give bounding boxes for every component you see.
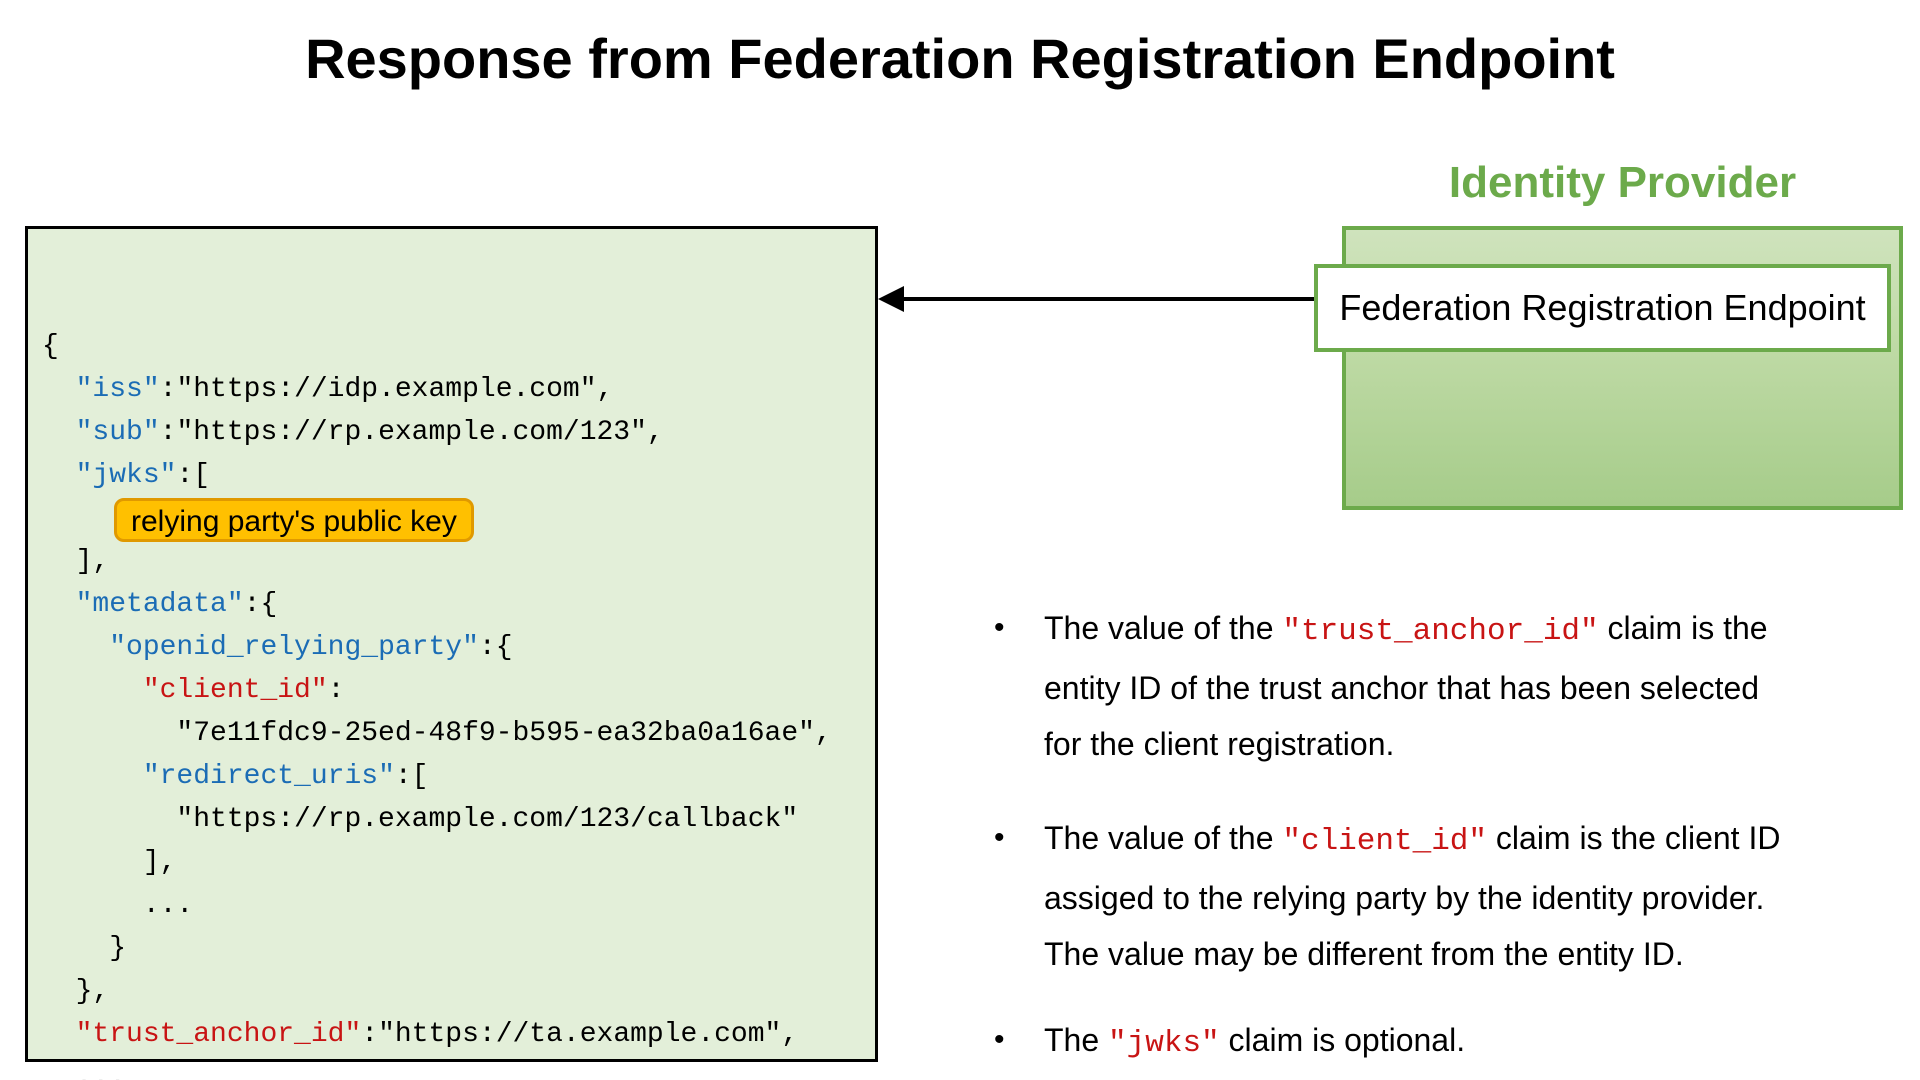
json-code-lines: { "iss":"https://idp.example.com", "sub"… (42, 325, 875, 1080)
note-plain-text: The value of the (1044, 610, 1283, 646)
json-text (42, 417, 76, 448)
json-text: } (42, 933, 127, 964)
json-text: : (361, 1019, 379, 1050)
json-text (42, 589, 76, 620)
code-line: "jwks":[ (42, 454, 875, 497)
code-line: { (42, 325, 875, 368)
code-line: } (42, 927, 875, 970)
note-line: The value of the "trust_anchor_id" claim… (1044, 600, 1909, 660)
note-line: The value of the "client_id" claim is th… (1044, 810, 1909, 870)
json-text: ... (42, 1062, 127, 1080)
json-text: :[ (394, 761, 429, 792)
inline-code-claim: "jwks" (1108, 1026, 1220, 1061)
json-key-blue: "sub" (75, 417, 160, 448)
code-line: ... (42, 884, 875, 927)
json-key-blue: "jwks" (75, 460, 177, 491)
json-response-panel: { "iss":"https://idp.example.com", "sub"… (25, 226, 878, 1080)
code-line: relying party's public key (42, 497, 875, 542)
json-text: :{ (243, 589, 278, 620)
json-text (42, 374, 76, 405)
note-plain-text: for the client registration. (1044, 726, 1395, 762)
federation-registration-endpoint-box: Federation Registration Endpoint (1314, 264, 1891, 352)
json-text: : (159, 417, 177, 448)
json-key-red: "client_id" (142, 675, 328, 706)
code-line: ], (42, 540, 875, 583)
note-text: The "jwks" claim is optional. (1044, 1012, 1909, 1072)
bullet-icon: • (994, 611, 1005, 644)
json-text (42, 1019, 76, 1050)
code-line: }, (42, 970, 875, 1013)
note-text: The value of the "trust_anchor_id" claim… (1044, 600, 1909, 772)
json-text: "https://ta.example.com", (378, 1019, 799, 1050)
code-line: "iss":"https://idp.example.com", (42, 368, 875, 411)
json-text: ... (42, 890, 194, 921)
code-line: "trust_anchor_id":"https://ta.example.co… (42, 1013, 875, 1056)
note-line: entity ID of the trust anchor that has b… (1044, 660, 1909, 716)
json-text (42, 761, 143, 792)
note-line: assiged to the relying party by the iden… (1044, 870, 1909, 926)
json-text (42, 675, 143, 706)
json-key-blue: "metadata" (75, 589, 244, 620)
json-text: "7e11fdc9-25ed-48f9-b595-ea32ba0a16ae", (42, 718, 832, 749)
code-line: "https://rp.example.com/123/callback" (42, 798, 875, 841)
json-text: "https://rp.example.com/123/callback" (42, 804, 799, 835)
json-text: { (42, 331, 59, 362)
note-plain-text: The value of the (1044, 820, 1283, 856)
bullet-icon: • (994, 821, 1005, 854)
json-text (42, 632, 109, 663)
endpoint-label: Federation Registration Endpoint (1339, 287, 1866, 328)
json-text: "https://idp.example.com", (176, 374, 614, 405)
json-text: }, (42, 976, 110, 1007)
inline-code-claim: "client_id" (1282, 824, 1488, 859)
code-line: "openid_relying_party":{ (42, 626, 875, 669)
note-text: The value of the "client_id" claim is th… (1044, 810, 1909, 982)
json-key-blue: "iss" (75, 374, 160, 405)
code-line: "7e11fdc9-25ed-48f9-b595-ea32ba0a16ae", (42, 712, 875, 755)
json-key-blue: "redirect_uris" (142, 761, 395, 792)
note-plain-text: entity ID of the trust anchor that has b… (1044, 670, 1760, 706)
code-line: "client_id": (42, 669, 875, 712)
inline-code-claim: "trust_anchor_id" (1282, 614, 1599, 649)
note-item: • The "jwks" claim is optional. (984, 1012, 1909, 1072)
code-line: "sub":"https://rp.example.com/123", (42, 411, 875, 454)
note-item: • The value of the "trust_anchor_id" clai… (984, 600, 1909, 772)
code-line: ... (42, 1056, 875, 1080)
json-text: : (327, 675, 345, 706)
note-plain-text: claim is optional. (1219, 1022, 1466, 1058)
note-plain-text: The (1044, 1022, 1109, 1058)
note-item: • The value of the "client_id" claim is t… (984, 810, 1909, 982)
note-plain-text: assiged to the relying party by the iden… (1044, 880, 1765, 916)
note-line: for the client registration. (1044, 716, 1909, 772)
public-key-badge: relying party's public key (114, 498, 474, 542)
json-text: :{ (478, 632, 513, 663)
note-line: The value may be different from the enti… (1044, 926, 1909, 982)
note-plain-text: The value may be different from the enti… (1044, 936, 1684, 972)
page-title: Response from Federation Registration En… (305, 27, 1615, 90)
note-plain-text: claim is the client ID (1487, 820, 1781, 856)
json-text: ], (42, 847, 177, 878)
arrowhead-icon (878, 286, 904, 312)
identity-provider-label: Identity Provider (1448, 158, 1797, 207)
json-text: "https://rp.example.com/123", (176, 417, 664, 448)
json-text: ], (42, 546, 110, 577)
code-line: "metadata":{ (42, 583, 875, 626)
note-line: The "jwks" claim is optional. (1044, 1012, 1909, 1072)
response-arrow-line (900, 297, 1316, 301)
json-key-red: "trust_anchor_id" (75, 1019, 362, 1050)
bullet-icon: • (994, 1023, 1005, 1056)
json-text (42, 460, 76, 491)
note-plain-text: claim is the (1598, 610, 1768, 646)
notes-list: • The value of the "trust_anchor_id" clai… (984, 600, 1909, 1072)
code-line: ], (42, 841, 875, 884)
json-text: : (159, 374, 177, 405)
json-text: :[ (176, 460, 211, 491)
json-key-blue: "openid_relying_party" (109, 632, 479, 663)
code-line: "redirect_uris":[ (42, 755, 875, 798)
